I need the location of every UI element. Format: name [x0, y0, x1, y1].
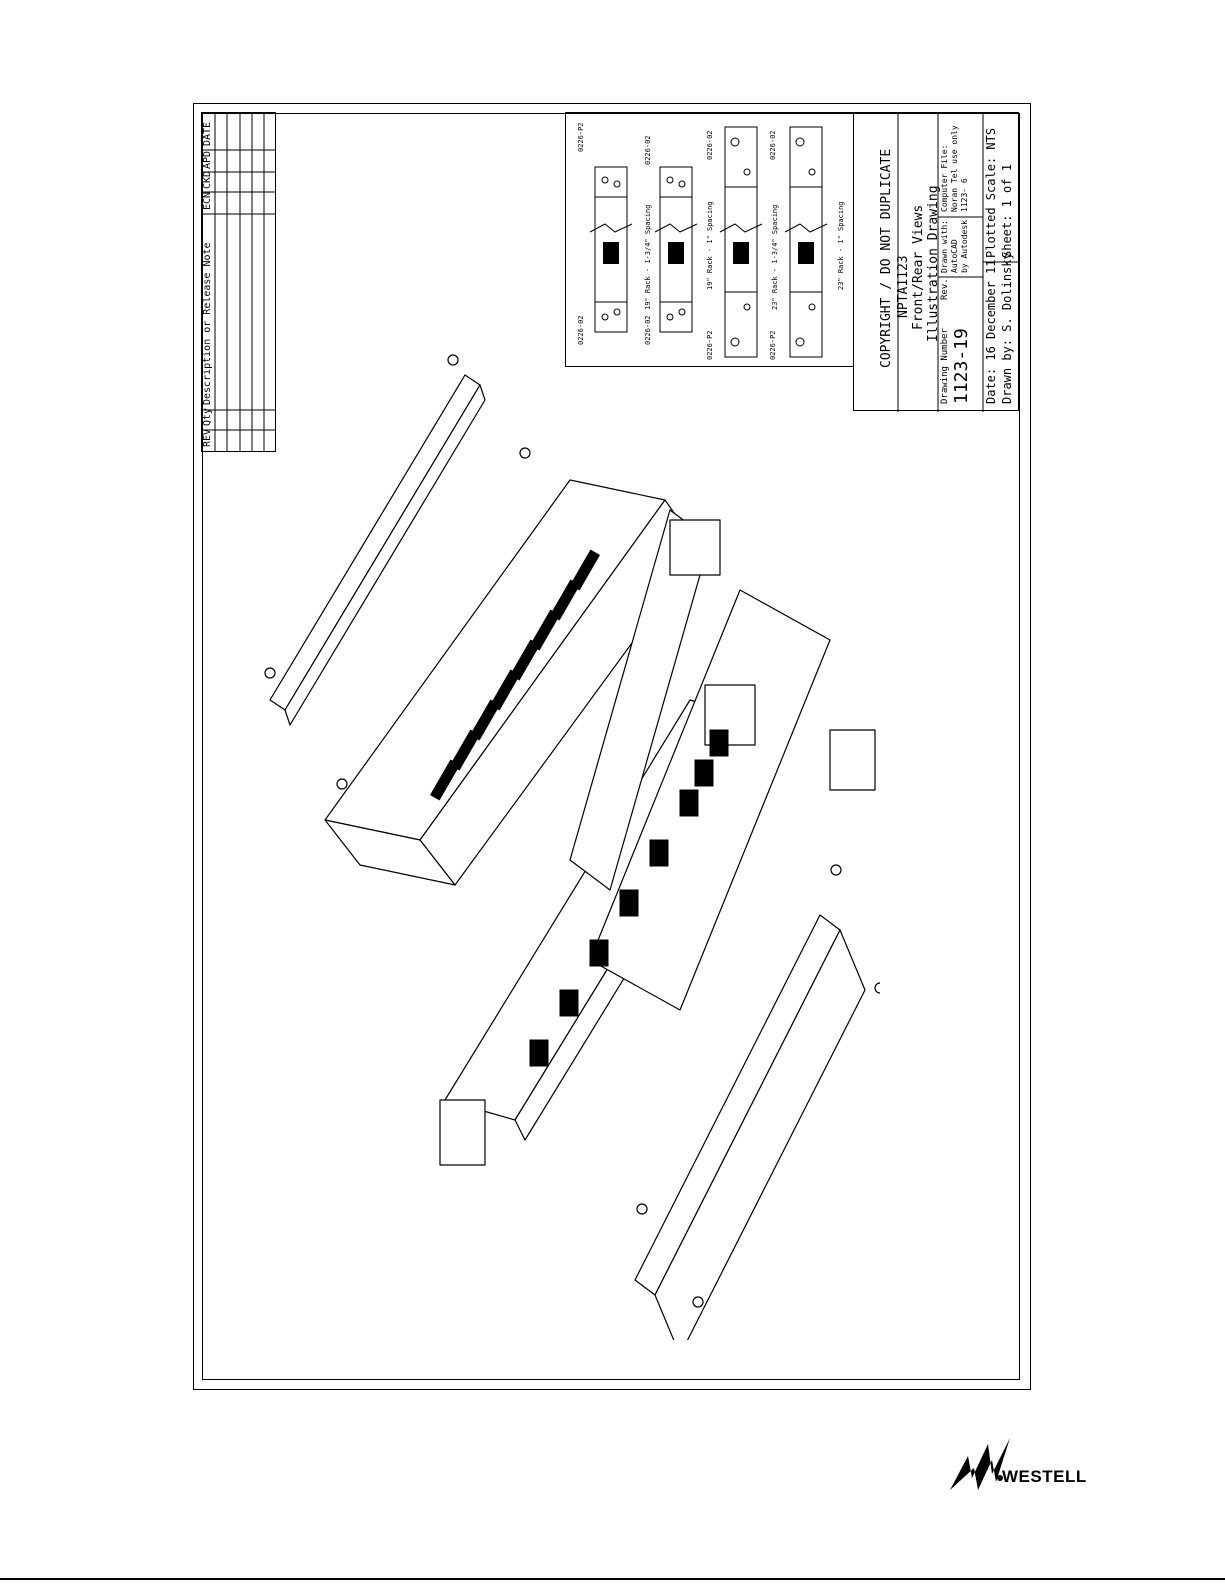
revision-table [201, 112, 276, 452]
computer-file-use: Noran Tel use only [950, 125, 959, 212]
computer-file-name: 1123- 6 [960, 178, 969, 212]
sheet-number: Sheet: 1 of 1 [1000, 164, 1014, 258]
screw-4 [519, 447, 531, 459]
drawing-number-label: Drawing Number [940, 328, 950, 404]
screw-8 [692, 1296, 704, 1308]
date-header: DATE [202, 121, 213, 146]
part-number: NPTA1123 [896, 255, 911, 318]
drawn-with-vendor: by Autodesk [960, 220, 969, 273]
description-header: Description or Release Note [202, 242, 213, 405]
drawing-type: Illustration Drawing [926, 185, 941, 342]
screw-7 [874, 982, 880, 994]
drawn-with-software: AutoCAD [950, 239, 959, 273]
copyright-notice: COPYRIGHT / DO NOT DUPLICATE [879, 148, 894, 368]
mounting-ear-left [439, 1099, 486, 1166]
ckd-header: CKD [202, 170, 213, 189]
drawing-date: Date: 16 December 11 [984, 259, 998, 405]
westell-brand: WESTELL [1002, 1467, 1087, 1486]
rack-caption-19-1-3-4: 19" Rack - 1-3/4" Spacing [644, 204, 652, 310]
part-label-2: 0226-P2 [577, 122, 585, 152]
qty-header: Qty [202, 407, 213, 426]
rev-header: REV [202, 428, 213, 447]
screw-6 [636, 1203, 648, 1215]
drawing-frame [202, 113, 1020, 1380]
drawn-with-label: Drawn with: [940, 220, 949, 273]
rack-caption-23-1-3-4: 23" Rack - 1-3/4" Spacing [771, 204, 779, 310]
mounting-ear-front [829, 729, 876, 791]
title-block [853, 112, 1019, 412]
mounting-ear-rear [669, 519, 721, 576]
view-name: Front/Rear Views [911, 204, 926, 330]
drawn-by: Drawn by: S. Dolinsky [1000, 252, 1014, 404]
part-label-4: 0226-02 [644, 135, 652, 165]
screw-5 [830, 864, 842, 876]
screw-2 [336, 778, 348, 790]
bracket-inset [565, 112, 854, 367]
drawing-number: 1123-19 [951, 328, 972, 404]
part-label-6: 0226-02 [706, 130, 714, 160]
apd-header: APD [202, 150, 213, 169]
drawing-border [193, 103, 1031, 1390]
ecn-header: ECN [202, 191, 213, 210]
rack-caption-23-1: 23" Rack - 1" Spacing [837, 201, 845, 290]
footer-rule [0, 1578, 1225, 1580]
part-label-8: 0226-02 [769, 130, 777, 160]
rev-label: Rev. [940, 278, 950, 300]
plotted-scale: Plotted Scale: NTS [984, 127, 998, 258]
screw-3 [447, 354, 459, 366]
exploded-assembly-view [264, 354, 880, 1340]
westell-logo [950, 1438, 1010, 1490]
rack-caption-19-1: 19" Rack - 1" Spacing [706, 201, 714, 290]
screw-1 [264, 667, 276, 679]
computer-file-label: Computer File: [940, 144, 949, 212]
